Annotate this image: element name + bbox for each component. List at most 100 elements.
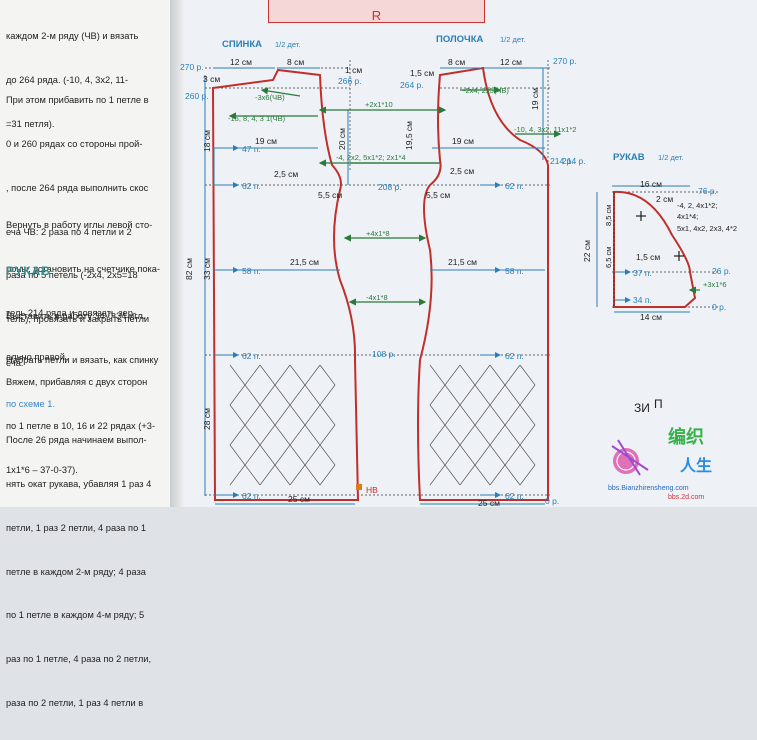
back-stitch: 62 п. — [242, 351, 261, 361]
front-dim: 2,5 см — [450, 166, 474, 176]
text-line: Выставить в работу 34-0-34 игл. — [6, 311, 146, 322]
sleeve-formula: 4х1*4; — [677, 212, 698, 221]
text-line: каждом 2-м ряду (ЧВ) и вязать — [6, 31, 139, 42]
back-dim: 20 см — [337, 128, 347, 150]
sleeve-row: 76 р. — [698, 186, 717, 196]
lace-pattern-front — [429, 364, 536, 486]
sleeve-stitch: 37 п. — [633, 268, 652, 278]
watermark-url: bbs.Bianzhirensheng.com — [608, 485, 689, 492]
back-formula: -4х1*8 — [366, 293, 388, 302]
text-line: При этом прибавить по 1 петле в — [6, 95, 149, 106]
front-row: 214 р. — [562, 156, 586, 166]
sleeve-formula: -4, 2, 4х1*2; — [677, 201, 717, 210]
text-line: =31 петля). — [6, 118, 55, 129]
sleeve-subtitle: 1/2 дет. — [658, 153, 684, 162]
back-subtitle: 1/2 дет. — [275, 40, 301, 49]
text-line: еча. — [6, 357, 24, 368]
text-line: 0 и 260 рядах со стороны прой- — [6, 138, 143, 149]
text-line: Набрать петли и вязать, как спинку — [6, 354, 159, 365]
back-title: СПИНКА — [222, 39, 262, 50]
watermark-url-2: bbs.2d.com — [668, 494, 704, 501]
back-row: 208 р. — [378, 182, 402, 192]
top-tab-label: R — [371, 8, 382, 23]
back-stitch: 47 п. — [242, 144, 261, 154]
sleeve-dim: 1,5 см — [636, 252, 660, 262]
front-dim-vertical: 19 см — [530, 88, 540, 110]
back-dim: 8 см — [287, 57, 304, 67]
back-dim: 3 см — [203, 74, 220, 84]
back-formula: -3х6(ЧВ) — [255, 93, 285, 102]
back-formula: +4х1*8 — [366, 229, 390, 238]
back-stitch: 62 п. — [242, 181, 261, 191]
dashed-guides — [205, 60, 720, 496]
text-line: раза по 5 петель (-2х4, 2х5=18 — [6, 270, 138, 281]
text-line: тель), провязать и закрыть петли — [6, 314, 150, 325]
front-subtitle: 1/2 дет. — [500, 35, 526, 44]
back-dim: 25 см — [288, 494, 310, 504]
text-line: ально правой. — [6, 351, 68, 362]
front-stitch: 62 п. — [505, 491, 524, 501]
front-row: 264 р. — [400, 80, 424, 90]
front-dim: 8 см — [448, 57, 465, 67]
text-line: роны, установить на счетчике пока- — [6, 263, 161, 274]
back-dim: 12 см — [230, 57, 252, 67]
watermark-brand-2: 人生 — [680, 456, 712, 475]
back-dim: 2,5 см — [274, 169, 298, 179]
back-row: 214 р. — [550, 156, 574, 166]
back-dim: 18 см — [202, 130, 212, 152]
text-line: петли, 1 раз 2 петли, 4 раза по 1 — [6, 522, 147, 533]
sleeve-marks — [636, 211, 684, 261]
lace-pattern-back — [229, 364, 336, 486]
instructions-para-3: Вернуть в работу иглы левой сто- роны, у… — [6, 189, 160, 393]
text-line: , после 264 ряда выполнить скос — [6, 182, 149, 193]
sleeve-heading: РУКАВ — [6, 264, 51, 278]
instructions-para-4: Выставить в работу 34-0-34 игл. Набрать … — [6, 280, 158, 441]
sleeve-dim: 16 см — [640, 179, 662, 189]
back-row: 108 р. — [372, 349, 396, 359]
stitch-arrows — [213, 145, 631, 498]
back-formula: -4, 2х2, 5х1*2; 2х1*4 — [336, 153, 406, 162]
dimension-lines — [204, 67, 690, 505]
back-formula: -15, 8, 4, 3 1(ЧВ) — [228, 114, 286, 123]
text-line: тель 214 ряда и довязать зер- — [6, 307, 136, 318]
text-line: Вернуть в работу иглы левой сто- — [6, 220, 153, 231]
text-line: до 264 ряда. (-10, 4, 3х2, 11- — [6, 74, 129, 85]
front-formula: -10, 4, 3х2, 11х1*2 — [514, 125, 576, 134]
front-row: 270 р. — [553, 56, 577, 66]
text-line: по 1 петле в каждом 4-м ряду; 5 — [6, 610, 145, 621]
sleeve-stitch: 34 п. — [633, 295, 652, 305]
back-stitch: 62 п. — [242, 491, 261, 501]
back-stitch: 58 п. — [242, 266, 261, 276]
front-dim: 25 см — [478, 498, 500, 507]
formula-arrows — [228, 86, 700, 306]
back-formula: +2х1*10 — [365, 100, 393, 109]
front-formula: -2х4, 2х5(ЧВ) — [463, 86, 509, 95]
front-dim: 21,5 см — [448, 257, 477, 267]
front-stitch: 62 п. — [505, 181, 524, 191]
front-dim: 5,5 см — [426, 190, 450, 200]
instructions-para-2: При этом прибавить по 1 петле в 0 и 260 … — [6, 64, 149, 400]
diagram-page — [184, 0, 757, 507]
front-stitch: 58 п. — [505, 266, 524, 276]
sleeve-dim: 22 см — [582, 240, 592, 262]
instructions-para-5: Вяжем, прибавляя с двух сторон по 1 петл… — [6, 346, 155, 507]
text-line: раза по 2 петли, 1 раз 4 петли в — [6, 697, 144, 708]
sleeve-formula: +3х1*6 — [703, 280, 727, 289]
back-row: 0 р. — [545, 496, 559, 506]
pattern-diagram: СПИНКА 1/2 дет. ПОЛОЧКА 1/2 дет. РУКАВ 1… — [180, 34, 737, 507]
back-dim: 28 см — [202, 408, 212, 430]
start-marker-label: НВ — [366, 485, 378, 495]
text-line: нять окат рукава, убавляя 1 раз 4 — [6, 478, 152, 489]
text-line: После 26 ряда начинаем выпол- — [6, 435, 147, 446]
watermark-logo: 编织 人生 bbs.Bianzhirensheng.com bbs.2d.com — [608, 426, 712, 501]
instructions-column: каждом 2-м ряду (ЧВ) и вязать до 264 ряд… — [0, 0, 170, 708]
text-line: петле в каждом 2-м ряду; 4 раза — [6, 566, 146, 577]
back-row: 266 р. — [338, 76, 362, 86]
legend-text: ЗИ — [634, 401, 650, 415]
back-dim: 33 см — [202, 258, 212, 280]
back-dim: 5,5 см — [318, 190, 342, 200]
start-marker-icon — [356, 484, 362, 490]
sleeve-row: 0 р. — [712, 302, 726, 312]
back-dim: 19 см — [255, 136, 277, 146]
text-line: 1х1*6 – 37-0-37). — [6, 464, 78, 475]
